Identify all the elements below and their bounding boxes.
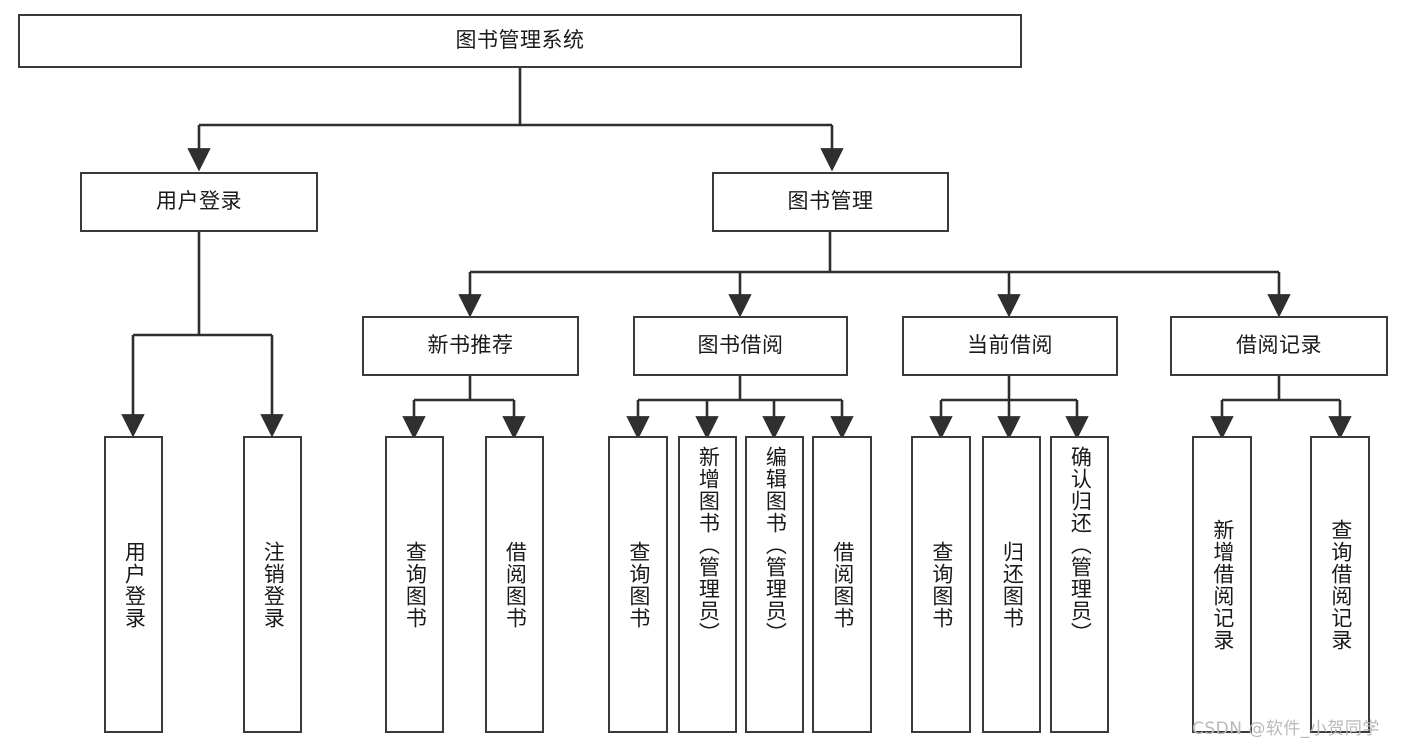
node-label: 用户登录 xyxy=(156,189,242,214)
leaf-book-borrow-borrow-book[interactable]: 借阅图书 xyxy=(812,436,872,733)
node-root-book-management-system[interactable]: 图书管理系统 xyxy=(18,14,1022,68)
node-label: 查询图书 xyxy=(626,540,651,629)
leaf-book-borrow-edit-book-admin[interactable]: 编辑图书（管理员） xyxy=(745,436,804,733)
leaf-user-login-login[interactable]: 用户登录 xyxy=(104,436,163,733)
node-borrow-record[interactable]: 借阅记录 xyxy=(1170,316,1388,376)
leaf-current-borrow-confirm-return-admin[interactable]: 确认归还（管理员） xyxy=(1050,436,1109,733)
leaf-current-borrow-query-book[interactable]: 查询图书 xyxy=(911,436,971,733)
leaf-borrow-record-query-record[interactable]: 查询借阅记录 xyxy=(1310,436,1370,733)
node-current-borrow[interactable]: 当前借阅 xyxy=(902,316,1118,376)
csdn-watermark: CSDN @软件_小贺同学 xyxy=(1192,719,1380,739)
node-label: 借阅记录 xyxy=(1236,333,1322,358)
node-book-management[interactable]: 图书管理 xyxy=(712,172,949,232)
node-label: 注销登录 xyxy=(261,540,286,629)
leaf-new-book-query-book[interactable]: 查询图书 xyxy=(385,436,444,733)
node-label: 当前借阅 xyxy=(967,333,1053,358)
node-label: 图书管理 xyxy=(787,189,874,214)
node-label: 新书推荐 xyxy=(427,333,514,358)
node-label: 新增图书（管理员） xyxy=(696,446,721,644)
node-label: 编辑图书（管理员） xyxy=(763,446,788,644)
leaf-borrow-record-add-record[interactable]: 新增借阅记录 xyxy=(1192,436,1252,733)
node-user-login[interactable]: 用户登录 xyxy=(80,172,318,232)
node-label: 用户登录 xyxy=(122,540,147,629)
node-label: 查询借阅记录 xyxy=(1328,518,1353,651)
node-label: 确认归还（管理员） xyxy=(1068,446,1093,644)
node-label: 新增借阅记录 xyxy=(1210,518,1235,651)
node-label: 查询图书 xyxy=(403,540,428,629)
leaf-book-borrow-add-book-admin[interactable]: 新增图书（管理员） xyxy=(678,436,737,733)
leaf-current-borrow-return-book[interactable]: 归还图书 xyxy=(982,436,1041,733)
node-label: 归还图书 xyxy=(1000,540,1025,629)
node-label: 图书借阅 xyxy=(697,333,784,358)
node-label: 借阅图书 xyxy=(830,540,855,629)
node-label: 查询图书 xyxy=(929,540,954,629)
leaf-new-book-borrow-book[interactable]: 借阅图书 xyxy=(485,436,544,733)
node-label: 图书管理系统 xyxy=(455,28,585,53)
leaf-book-borrow-query-book[interactable]: 查询图书 xyxy=(608,436,668,733)
node-book-borrow[interactable]: 图书借阅 xyxy=(633,316,848,376)
leaf-user-login-logout[interactable]: 注销登录 xyxy=(243,436,302,733)
node-label: 借阅图书 xyxy=(503,540,528,629)
node-new-book-recommend[interactable]: 新书推荐 xyxy=(362,316,579,376)
